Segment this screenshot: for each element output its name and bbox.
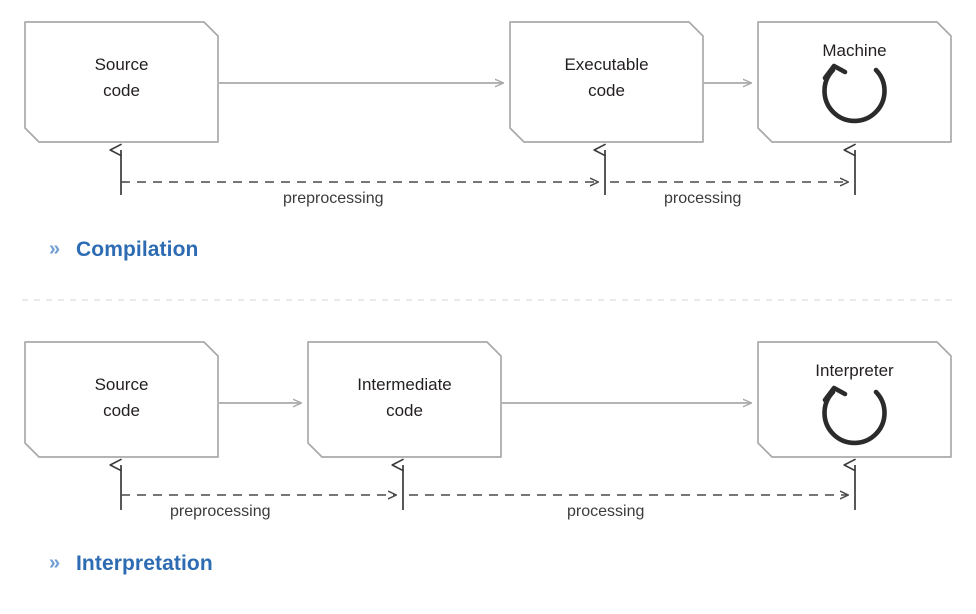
node-box-interpreter [757, 341, 952, 458]
loop-arrow-icon-machine [822, 63, 887, 124]
loop-arrow-icon-interpreter [822, 385, 887, 446]
bullet-icon-compilation: » [49, 238, 61, 260]
edge-label-preprocessing-2: preprocessing [170, 503, 271, 520]
edge-label-preprocessing-1: preprocessing [283, 190, 384, 207]
edge-label-processing-2: processing [567, 503, 645, 520]
section-title-interpretation: Interpretation [76, 552, 213, 575]
section-title-compilation: Compilation [76, 238, 199, 261]
node-box-source-code-2 [24, 341, 219, 458]
bullet-icon-interpretation: » [49, 552, 61, 574]
node-box-source-code-1 [24, 21, 219, 143]
node-box-executable-code [509, 21, 704, 143]
node-box-machine [757, 21, 952, 143]
node-box-intermediate-code [307, 341, 502, 458]
edge-label-processing-1: processing [664, 190, 742, 207]
